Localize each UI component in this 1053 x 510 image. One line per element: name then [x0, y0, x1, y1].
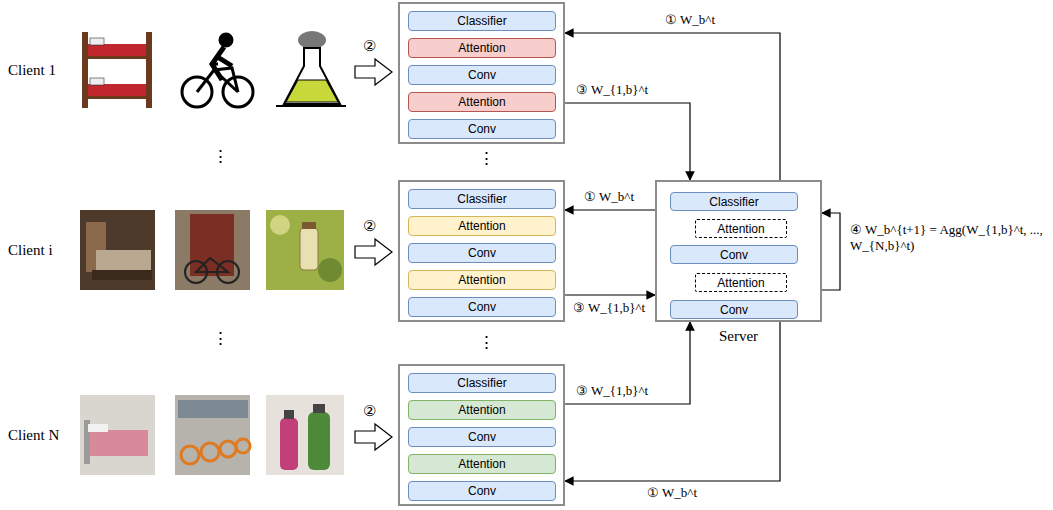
- block-label: Attention: [458, 457, 505, 471]
- step-number: ②: [363, 38, 376, 55]
- attention-block: Attention: [408, 454, 556, 474]
- edge-label: ① W_b^t: [663, 12, 717, 28]
- flask-image: [276, 31, 346, 106]
- conv-block: Conv: [408, 481, 556, 501]
- cyclist-image: [182, 34, 253, 107]
- block-label: Attention: [458, 219, 505, 233]
- jar-photo: [266, 210, 344, 290]
- attention-block: Attention: [408, 270, 556, 290]
- hollow-arrow: [355, 59, 392, 450]
- block-label: Attention: [458, 41, 505, 55]
- client-label: Client N: [8, 427, 59, 444]
- block-label: Conv: [468, 300, 496, 314]
- ellipsis: ⋮: [478, 150, 495, 169]
- bicycles-photo: [175, 395, 250, 475]
- ellipsis: ⋮: [478, 334, 495, 353]
- block-label: Classifier: [709, 195, 758, 209]
- block-label: Conv: [720, 248, 748, 262]
- block-label: Conv: [468, 122, 496, 136]
- client-label: Client 1: [8, 62, 56, 79]
- attention-block: Attention: [408, 400, 556, 420]
- client-box: ClassifierAttentionConvAttentionConv: [398, 2, 565, 144]
- edge-label: ③ W_{1,b}^t: [571, 300, 647, 316]
- bed-photo: [80, 210, 155, 290]
- connector-arrow: [565, 322, 780, 481]
- connector-arrow: [565, 322, 690, 404]
- classifier-block: Classifier: [408, 11, 556, 31]
- conv-block: Conv: [408, 297, 556, 317]
- server-box: ServerClassifierAttentionConvAttentionCo…: [655, 180, 822, 322]
- client-box: ClassifierAttentionConvAttentionConv: [398, 364, 565, 506]
- conv-block: Conv: [408, 119, 556, 139]
- step-number: ②: [363, 218, 376, 235]
- edge-label: ① W_b^t: [645, 485, 699, 501]
- hospital-bed-photo: [80, 395, 155, 475]
- classifier-block: Classifier: [670, 192, 798, 211]
- block-label: Attention: [717, 276, 764, 290]
- ellipsis: ⋮: [212, 148, 229, 167]
- edge-label: ③ W_{1,b}^t: [574, 82, 650, 98]
- conv-block: Conv: [670, 300, 798, 319]
- bunk-bed-image: [82, 32, 152, 108]
- bottles-photo: [266, 395, 344, 475]
- ellipsis: ⋮: [212, 330, 229, 349]
- block-label: Classifier: [457, 14, 506, 28]
- connector-arrow: [822, 213, 840, 290]
- connector-arrow: [565, 33, 780, 180]
- conv-block: Conv: [408, 243, 556, 263]
- bicycle-photo: [175, 210, 250, 290]
- edge-label: ① W_b^t: [582, 189, 636, 205]
- block-label: Conv: [468, 484, 496, 498]
- edge-label: ③ W_{1,b}^t: [574, 383, 650, 399]
- edge-label: ④ W_b^{t+1} = Agg(W_{1,b}^t, ..., W_{N,b…: [848, 222, 1050, 253]
- connector-arrow: [565, 103, 690, 180]
- step-number: ②: [363, 403, 376, 420]
- block-label: Attention: [717, 222, 764, 236]
- connector-arrow: [565, 209, 655, 210]
- block-label: Classifier: [457, 192, 506, 206]
- client-label: Client i: [8, 242, 53, 259]
- conv-block: Conv: [408, 427, 556, 447]
- block-label: Conv: [468, 430, 496, 444]
- block-label: Conv: [468, 246, 496, 260]
- block-label: Attention: [458, 273, 505, 287]
- block-label: Classifier: [457, 376, 506, 390]
- block-label: Conv: [720, 303, 748, 317]
- classifier-block: Classifier: [408, 189, 556, 209]
- box-heading: Server: [657, 328, 820, 345]
- block-label: Attention: [458, 95, 505, 109]
- block-label: Attention: [458, 403, 505, 417]
- attention-block: Attention: [695, 273, 787, 292]
- attention-block: Attention: [408, 216, 556, 236]
- block-label: Conv: [468, 68, 496, 82]
- attention-block: Attention: [408, 92, 556, 112]
- conv-block: Conv: [408, 65, 556, 85]
- client-box: ClassifierAttentionConvAttentionConv: [398, 180, 565, 322]
- conv-block: Conv: [670, 245, 798, 264]
- attention-block: Attention: [408, 38, 556, 58]
- classifier-block: Classifier: [408, 373, 556, 393]
- connector-arrow: [565, 294, 655, 295]
- attention-block: Attention: [695, 219, 787, 238]
